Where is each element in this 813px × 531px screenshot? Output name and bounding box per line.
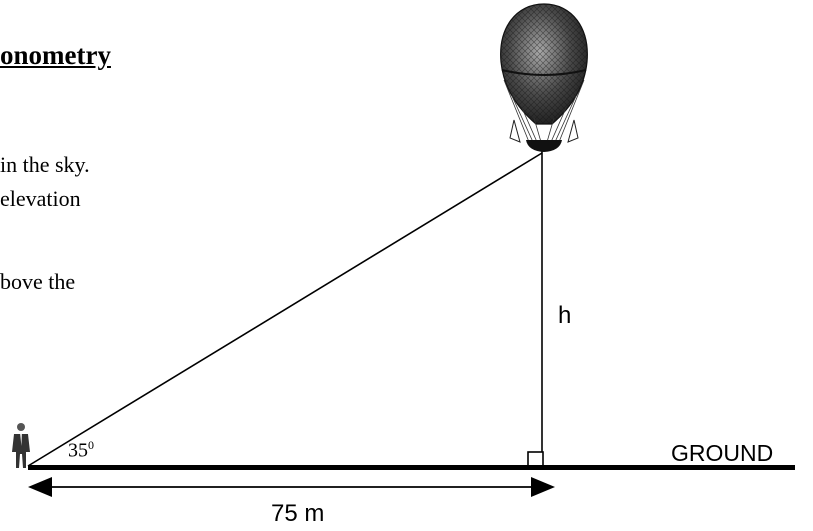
problem-text-line-2: elevation xyxy=(0,186,81,211)
angle-unit: 0 xyxy=(88,438,94,452)
problem-text-line-3: bove the xyxy=(0,269,76,294)
distance-label: 75 m xyxy=(271,500,325,527)
angle-label: 350 xyxy=(68,438,94,463)
height-label: h xyxy=(558,302,572,329)
page-heading: onometry xyxy=(0,40,111,70)
right-angle-marker xyxy=(527,451,544,467)
distance-arrow xyxy=(28,477,555,497)
ground-line xyxy=(28,465,795,470)
angle-value: 35 xyxy=(68,439,88,462)
ground-label: GROUND xyxy=(671,440,774,466)
person-icon xyxy=(12,423,30,468)
line-of-sight xyxy=(27,152,543,467)
hot-air-balloon-icon xyxy=(500,3,588,152)
problem-text-line-1: in the sky. xyxy=(0,152,90,177)
